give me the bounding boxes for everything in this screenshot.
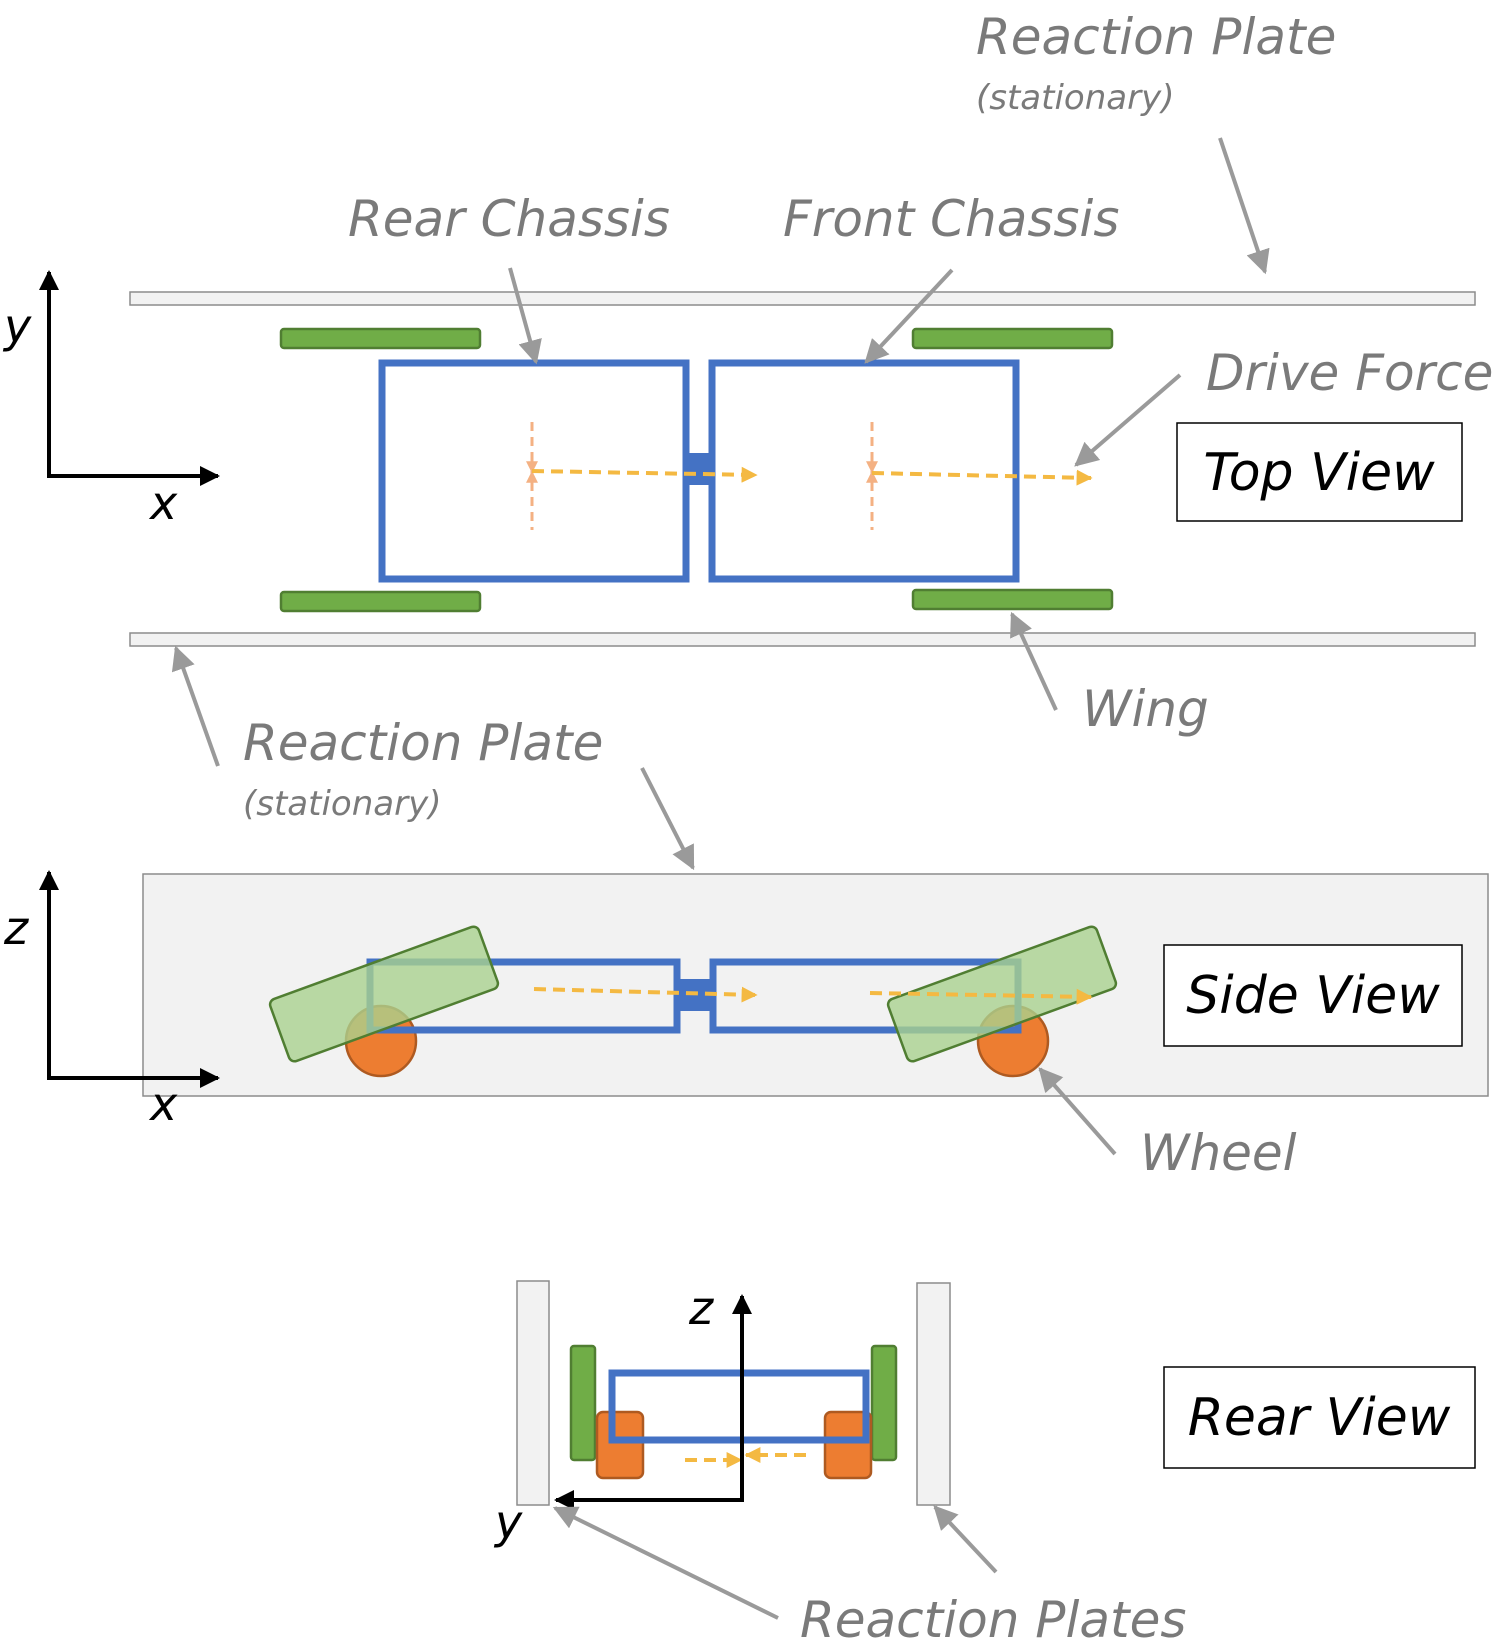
arrow-reaction-plate-top [1218, 137, 1270, 275]
side-rear-wing [268, 925, 500, 1063]
top-wing-front-lower [911, 588, 1114, 611]
top-chassis-coupler [686, 453, 712, 485]
top-view-title-box [1176, 422, 1463, 522]
arrow-front-chassis [864, 268, 954, 364]
top-reaction-plate-lower [129, 632, 1476, 647]
top-wing-rear-lower [279, 590, 482, 613]
arrow-reaction-plates-left [552, 1506, 779, 1620]
top-axis-x-label: x [148, 476, 178, 530]
rear-wing-right [870, 1344, 898, 1462]
rear-wing-left [569, 1344, 597, 1462]
top-wing-rear-upper [279, 327, 482, 350]
label-reaction-plate-side: Reaction Plate [243, 714, 603, 772]
side-view: z x Side View [3, 870, 1489, 1131]
top-wing-front-upper [911, 327, 1114, 350]
rear-wheel-left [595, 1410, 645, 1480]
label-reaction-plate-side-sub: (stationary) [243, 784, 441, 824]
arrow-reaction-plate-side [640, 767, 695, 871]
arrow-rear-chassis [508, 267, 542, 365]
label-reaction-plate-top-sub: (stationary) [976, 78, 1174, 118]
label-rear-chassis: Rear Chassis [348, 190, 670, 248]
label-wheel: Wheel [1140, 1124, 1297, 1182]
rear-view: z y Rear View [493, 1280, 1476, 1549]
label-reaction-plate-top: Reaction Plate [976, 8, 1336, 66]
top-view-title: Top View [1203, 443, 1435, 503]
arrow-reaction-plates-right [933, 1505, 998, 1574]
rear-reaction-plate-left [516, 1280, 550, 1506]
rear-axis-z-label: z [688, 1281, 714, 1335]
top-view: y x Top View [2, 270, 1476, 647]
callout-arrows [171, 137, 1270, 1620]
arrow-wheel [1038, 1067, 1117, 1156]
top-front-drive-force-arrow [871, 469, 1093, 486]
rear-wheel-right [823, 1410, 873, 1480]
label-wing: Wing [1082, 680, 1209, 738]
arrow-drive-force [1074, 373, 1182, 467]
label-reaction-plates: Reaction Plates [800, 1591, 1186, 1649]
arrow-wing [1010, 611, 1058, 711]
side-view-title-box [1163, 944, 1463, 1047]
side-axis-z-label: z [3, 901, 29, 955]
top-front-chassis [708, 359, 1020, 583]
top-axis-y-label: y [2, 299, 32, 353]
top-reaction-plate-upper [129, 291, 1476, 306]
label-front-chassis: Front Chassis [783, 190, 1119, 248]
callout-labels: Reaction Plate (stationary) Rear Chassis… [243, 8, 1493, 1649]
arrow-reaction-plate-lower [171, 645, 220, 767]
side-front-wing [886, 925, 1118, 1063]
rear-reaction-plate-right [916, 1282, 951, 1506]
side-axis-x-label: x [148, 1077, 178, 1131]
top-rear-drive-force-arrow [531, 466, 758, 483]
rear-view-title: Rear View [1188, 1388, 1451, 1448]
side-view-title: Side View [1186, 966, 1440, 1026]
rear-chassis [608, 1369, 870, 1444]
label-drive-force: Drive Force [1206, 344, 1493, 402]
rear-axis-y-label: y [493, 1495, 523, 1549]
rear-view-title-box [1163, 1366, 1476, 1469]
